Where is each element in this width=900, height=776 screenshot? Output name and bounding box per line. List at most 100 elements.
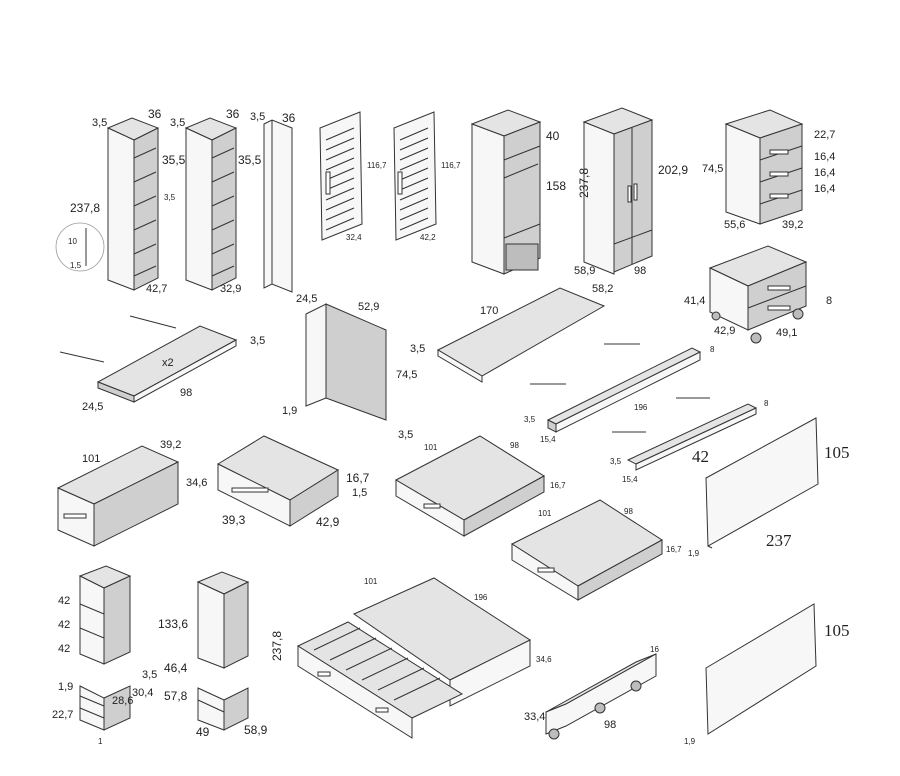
dim-label: 39,2 (782, 219, 803, 231)
dim-label: 105 (824, 621, 850, 640)
dim-label: 24,5 (82, 401, 103, 413)
dim-label: 36 (282, 111, 296, 125)
trundle-bed: 101 196 34,6 (296, 577, 552, 739)
dim-label: 57,8 (164, 689, 188, 703)
dim-label: 42,9 (714, 325, 735, 337)
dim-label: 49 (196, 725, 210, 739)
chest-of-drawers: 74,5 22,7 16,4 16,4 16,4 55,6 39,2 (702, 109, 835, 231)
dim-label: 42,2 (420, 233, 436, 242)
storage-box-1: 101 39,2 34,6 (56, 439, 207, 547)
dim-label: 1 (98, 737, 103, 746)
back-board-1: 105 237 1,9 (688, 417, 850, 558)
dim-label: 101 (424, 443, 438, 452)
dim-label: 98 (604, 719, 616, 731)
door-2: 116,7 42,2 (393, 111, 461, 242)
dim-label: 8 (764, 399, 769, 408)
dim-label: 237,8 (270, 631, 284, 661)
dim-label: 52,9 (358, 301, 379, 313)
dim-label: 36 (226, 107, 240, 121)
dim-label: 1,5 (70, 261, 82, 270)
dim-label: 16,4 (814, 167, 835, 179)
underbed-drawer-2: 101 98 16,7 (510, 499, 682, 601)
dim-label: 3,5 (250, 111, 265, 123)
dim-label: 101 (364, 577, 378, 586)
dim-label: 3,5 (142, 669, 157, 681)
dim-label: 16 (650, 645, 659, 654)
dim-label: 3,5 (398, 429, 413, 441)
dim-label: 8 (826, 295, 832, 307)
underbed-drawer-1: 101 98 16,7 (394, 435, 566, 537)
rail-196: 8 3,5 196 15,4 (524, 343, 715, 444)
dim-label: 98 (624, 507, 633, 516)
dim-label: 42 (58, 595, 70, 607)
dim-label: 34,6 (186, 477, 207, 489)
dim-label: 22,7 (52, 709, 73, 721)
dim-label: 1,5 (352, 487, 367, 499)
dim-label: 3,5 (92, 117, 107, 129)
dim-label: 196 (474, 593, 488, 602)
dim-label: 237 (766, 531, 792, 550)
dim-label: 22,7 (814, 129, 835, 141)
closed-tower: 133,6 46,4 57,8 237,8 49 58,9 (158, 571, 284, 739)
dim-label: 34,6 (536, 655, 552, 664)
dim-label: 15,4 (540, 435, 556, 444)
dim-label: 3,5 (610, 457, 622, 466)
shelf-unit-2: 3,5 36 35,5 32,9 (170, 107, 262, 295)
dim-label: 98 (180, 387, 192, 399)
dim-label: 39,2 (160, 439, 181, 451)
wardrobe-open: 40 158 (470, 109, 566, 275)
open-tower: 42 42 42 1,9 3,5 30,4 28,6 22,7 1 (52, 565, 157, 746)
dim-label: 33,4 (524, 711, 545, 723)
dim-label: 32,9 (220, 283, 241, 295)
detail-circle: 10 1,5 (55, 222, 105, 272)
dim-label: 98 (510, 441, 519, 450)
dim-label: 42,7 (146, 283, 167, 295)
dim-label: 35,5 (238, 153, 262, 167)
dim-label: 116,7 (367, 161, 387, 170)
dim-label: 41,4 (684, 295, 705, 307)
corner-panel: 24,5 52,9 74,5 1,9 3,5 (282, 293, 417, 441)
dim-label: 49,1 (776, 327, 797, 339)
dim-label: 74,5 (702, 163, 723, 175)
dim-label: 3,5 (170, 117, 185, 129)
dim-label: 55,6 (724, 219, 745, 231)
dim-label: 202,9 (658, 163, 688, 177)
dim-label: 32,4 (346, 233, 362, 242)
dim-label: 8 (710, 345, 715, 354)
side-panel: 3,5 36 (250, 111, 296, 293)
dim-label: 237,8 (577, 168, 591, 198)
dim-label: 98 (634, 265, 646, 277)
dim-label: 16,7 (346, 471, 370, 485)
dim-label: 35,5 (162, 153, 186, 167)
door-1: 116,7 32,4 (319, 111, 387, 242)
rolling-caddy: 41,4 8 42,9 49,1 (684, 245, 832, 344)
dim-label: 1,9 (58, 681, 73, 693)
dim-label: 3,5 (410, 343, 425, 355)
wheeled-base: 16 33,4 98 (524, 645, 659, 740)
dim-label: 105 (824, 443, 850, 462)
dim-label: 101 (82, 453, 100, 465)
dim-label: 1,9 (684, 737, 696, 746)
dim-label: 116,7 (441, 161, 461, 170)
dim-label: 36 (148, 107, 162, 121)
dim-label: 42 (58, 619, 70, 631)
dim-label: 101 (538, 509, 552, 518)
dim-label: 3,5 (524, 415, 536, 424)
dim-label: 58,9 (244, 723, 268, 737)
dim-label: 16,4 (814, 183, 835, 195)
dim-label: 16,4 (814, 151, 835, 163)
rail-short: 8 3,5 15,4 42 (610, 397, 769, 484)
dim-label: 1,9 (282, 405, 297, 417)
dim-label: x2 (162, 357, 174, 369)
storage-box-2: 16,7 1,5 39,3 42,9 (216, 435, 370, 529)
dim-label: 196 (634, 403, 648, 412)
dim-label: 16,7 (550, 481, 566, 490)
dim-label: 133,6 (158, 617, 188, 631)
dim-label: 58,2 (592, 283, 613, 295)
board-x2: 3,5 x2 24,5 98 (59, 315, 265, 413)
dim-label: 42 (58, 643, 70, 655)
dim-label: 1,9 (688, 549, 700, 558)
wardrobe-closed: 237,8 202,9 58,9 98 58,2 (574, 107, 688, 295)
dim-label: 74,5 (396, 369, 417, 381)
dim-label: 3,5 (250, 335, 265, 347)
